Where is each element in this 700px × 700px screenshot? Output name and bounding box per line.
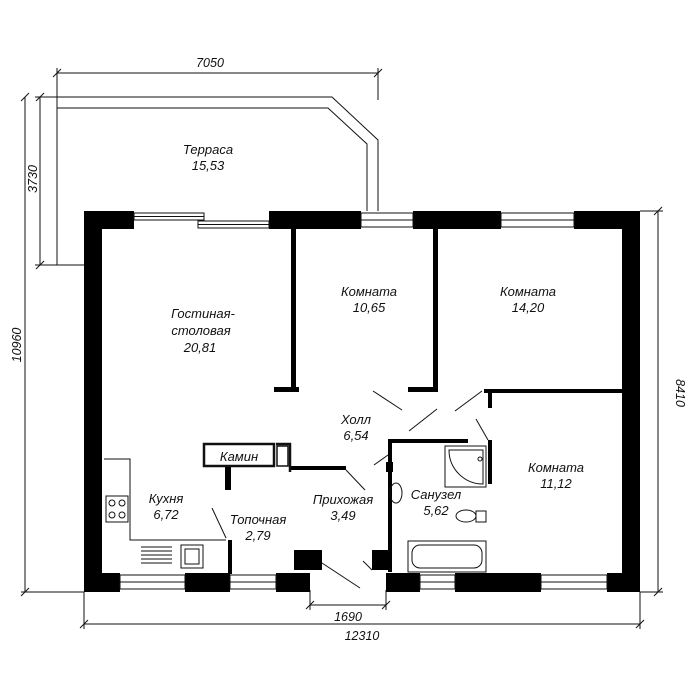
dim-total-depth: 10960 (10, 328, 24, 363)
living-area: 20,81 (183, 340, 217, 355)
fireplace-label: Камин (220, 449, 258, 464)
windows (119, 212, 608, 590)
living-name-line1: Гостиная- (171, 306, 235, 321)
hall-name: Холл (340, 412, 372, 427)
room3-name: Комната (528, 460, 584, 475)
dim-terrace-width: 7050 (196, 56, 224, 70)
room2-area: 14,20 (512, 300, 545, 315)
bathroom-fixtures (389, 445, 487, 573)
fireplace (202, 442, 292, 472)
dim-house-width: 12310 (345, 629, 380, 643)
terrace-name: Терраса (183, 142, 233, 157)
kitchen-counters (104, 458, 226, 569)
kitchen-area: 6,72 (153, 507, 179, 522)
dimension-labels: 7050 3730 10960 8410 1690 12310 (10, 56, 687, 643)
furnace-name: Топочная (230, 512, 287, 527)
terrace-outline (56, 96, 379, 266)
entry-area: 3,49 (330, 508, 355, 523)
dim-terrace-depth: 3730 (26, 165, 40, 193)
kitchen-name: Кухня (149, 491, 184, 506)
entry-name: Прихожая (313, 492, 373, 507)
room1-name: Комната (341, 284, 397, 299)
dim-house-depth: 8410 (673, 379, 687, 407)
walls (84, 211, 640, 592)
doors (211, 390, 489, 589)
dim-door-width: 1690 (334, 610, 362, 624)
room3-area: 11,12 (540, 476, 572, 491)
furnace-area: 2,79 (244, 528, 270, 543)
bath-name: Санузел (411, 487, 462, 502)
terrace-area: 15,53 (192, 158, 225, 173)
hall-area: 6,54 (343, 428, 368, 443)
room2-name: Комната (500, 284, 556, 299)
bath-area: 5,62 (423, 503, 449, 518)
dimension-lines (20, 68, 663, 629)
living-name-line2: столовая (171, 323, 230, 338)
room-labels: Терраса 15,53 Гостиная- столовая 20,81 К… (149, 142, 584, 543)
room1-area: 10,65 (353, 300, 386, 315)
